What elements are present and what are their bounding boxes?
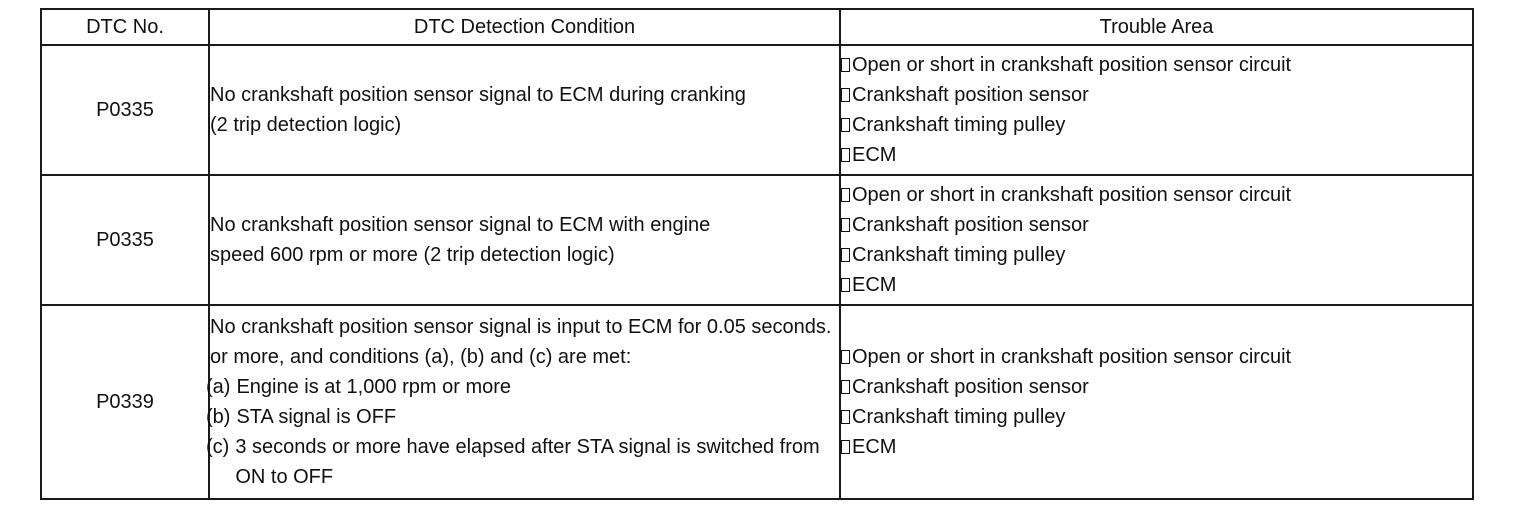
condition-line: No crankshaft position sensor signal to … xyxy=(210,214,711,236)
checkbox-bullet-icon xyxy=(841,440,850,454)
list-item: ECM xyxy=(841,432,1472,462)
dtc-code: P0339 xyxy=(40,304,210,500)
condition-text: Engine is at 1,000 rpm or more xyxy=(236,376,512,398)
checkbox-bullet-icon xyxy=(841,188,850,202)
list-item: ECM xyxy=(841,140,1472,170)
condition-line: speed 600 rpm or more (2 trip detection … xyxy=(210,244,615,266)
checkbox-bullet-icon xyxy=(841,88,850,102)
checkbox-bullet-icon xyxy=(841,148,850,162)
list-item: Crankshaft position sensor xyxy=(841,372,1472,402)
condition-item: (a) Engine is at 1,000 rpm or more xyxy=(206,372,839,402)
header-dtc-no: DTC No. xyxy=(40,8,210,46)
trouble-area-list: Open or short in crankshaft position sen… xyxy=(839,44,1474,176)
checkbox-bullet-icon xyxy=(841,218,850,232)
checkbox-bullet-icon xyxy=(841,380,850,394)
detection-condition: No crankshaft position sensor signal to … xyxy=(208,44,841,176)
checkbox-bullet-icon xyxy=(841,58,850,72)
checkbox-bullet-icon xyxy=(841,118,850,132)
checkbox-bullet-icon xyxy=(841,410,850,424)
condition-text: 3 seconds or more have elapsed after STA… xyxy=(235,436,820,488)
condition-marker: (a) xyxy=(206,376,231,398)
list-item: Open or short in crankshaft position sen… xyxy=(841,180,1472,210)
table-row: P0335 No crankshaft position sensor sign… xyxy=(40,44,1474,176)
condition-text: STA signal is OFF xyxy=(236,406,397,428)
condition-item: (c) 3 seconds or more have elapsed after… xyxy=(206,432,839,492)
table-header-row: DTC No. DTC Detection Condition Trouble … xyxy=(40,8,1474,46)
trouble-area-list: Open or short in crankshaft position sen… xyxy=(839,304,1474,500)
condition-marker: (c) xyxy=(206,436,230,458)
detection-condition: No crankshaft position sensor signal to … xyxy=(208,174,841,306)
list-item: Open or short in crankshaft position sen… xyxy=(841,342,1472,372)
dtc-table: DTC No. DTC Detection Condition Trouble … xyxy=(40,8,1474,500)
condition-item: (b) STA signal is OFF xyxy=(206,402,839,432)
list-item: ECM xyxy=(841,270,1472,300)
condition-line: (2 trip detection logic) xyxy=(210,114,402,136)
list-item: Open or short in crankshaft position sen… xyxy=(841,50,1472,80)
table-row: P0335 No crankshaft position sensor sign… xyxy=(40,174,1474,306)
detection-condition: No crankshaft position sensor signal is … xyxy=(206,304,841,500)
condition-intro: No crankshaft position sensor signal is … xyxy=(210,316,832,368)
dtc-code: P0335 xyxy=(40,174,210,306)
checkbox-bullet-icon xyxy=(841,278,850,292)
list-item: Crankshaft timing pulley xyxy=(841,402,1472,432)
header-detection-condition: DTC Detection Condition xyxy=(208,8,841,46)
table-row: P0339 No crankshaft position sensor sign… xyxy=(40,304,1474,500)
dtc-code: P0335 xyxy=(40,44,210,176)
list-item: Crankshaft position sensor xyxy=(841,210,1472,240)
checkbox-bullet-icon xyxy=(841,350,850,364)
checkbox-bullet-icon xyxy=(841,248,850,262)
header-trouble-area: Trouble Area xyxy=(839,8,1474,46)
list-item: Crankshaft timing pulley xyxy=(841,240,1472,270)
list-item: Crankshaft timing pulley xyxy=(841,110,1472,140)
condition-marker: (b) xyxy=(206,406,231,428)
condition-line: No crankshaft position sensor signal to … xyxy=(210,84,746,106)
trouble-area-list: Open or short in crankshaft position sen… xyxy=(839,174,1474,306)
list-item: Crankshaft position sensor xyxy=(841,80,1472,110)
